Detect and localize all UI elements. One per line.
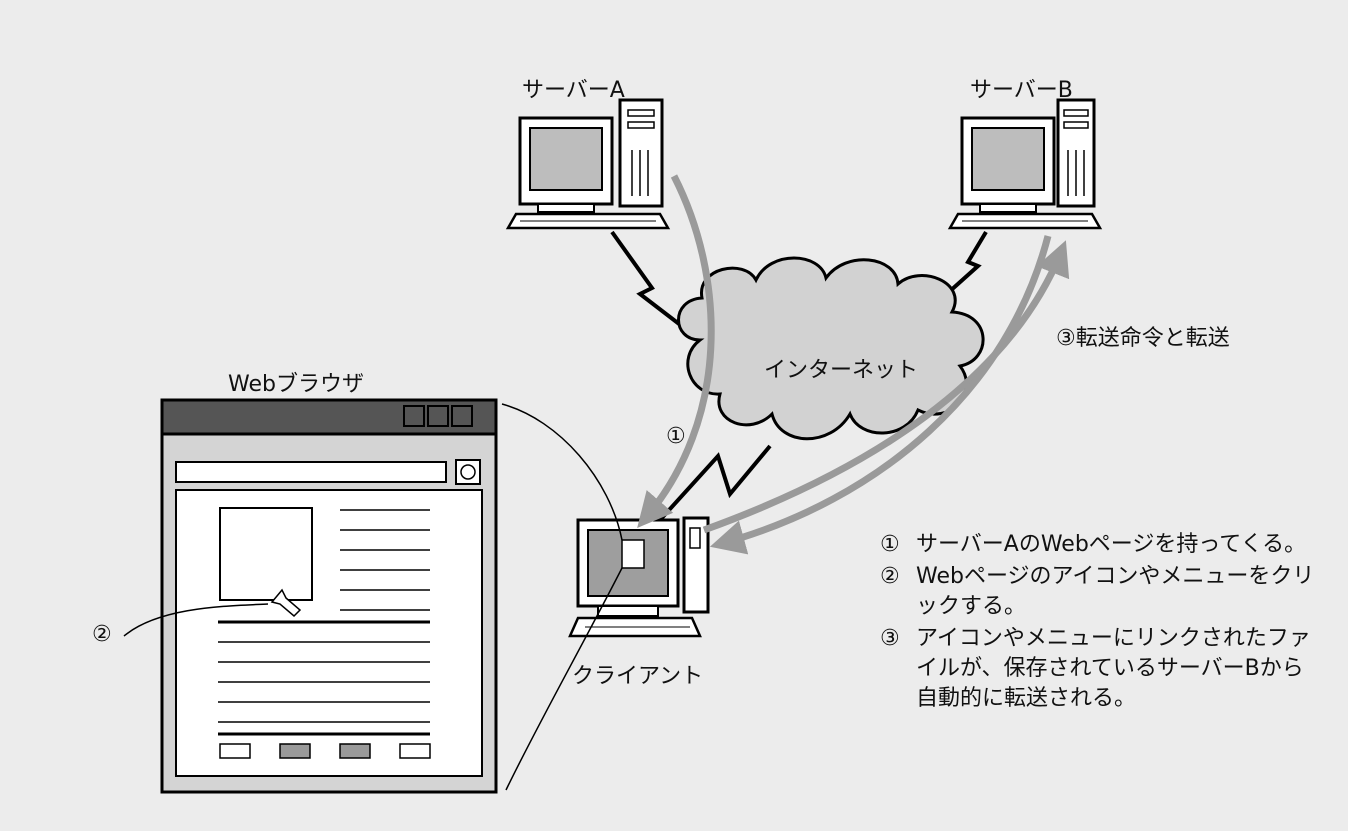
client-computer	[568, 516, 710, 638]
server-b-computer	[947, 98, 1103, 230]
server-a-computer	[505, 98, 671, 230]
legend-item-2: ② Webページのアイコンやメニューをクリックする。	[880, 562, 1320, 622]
browser-label: Webブラウザ	[228, 372, 364, 397]
client-label: クライアント	[572, 664, 704, 689]
leader-step2	[123, 603, 269, 637]
legend-text-2: Webページのアイコンやメニューをクリックする。	[916, 564, 1315, 619]
step2-marker: ②	[92, 622, 112, 647]
legend-item-3: ③ アイコンやメニューにリンクされたファイルが、保存されているサーバーBから自動…	[880, 624, 1320, 714]
internet-label: インターネット	[764, 358, 919, 383]
legend: ① サーバーAのWebページを持ってくる。 ② Webページのアイコンやメニュー…	[880, 530, 1320, 716]
arrow-step1	[637, 174, 715, 528]
legend-text-3: アイコンやメニューにリンクされたファイルが、保存されているサーバーBから自動的に…	[916, 626, 1311, 711]
internet-cloud	[677, 256, 985, 441]
server-b-label: サーバーB	[970, 78, 1073, 103]
legend-num-2: ②	[880, 564, 900, 589]
link-server-a-internet	[610, 230, 702, 342]
connector-browser-client-top	[501, 403, 623, 541]
link-server-b-internet	[938, 230, 988, 302]
link-client-internet	[658, 444, 772, 522]
connector-browser-client-bottom	[505, 567, 623, 791]
legend-text-1: サーバーAのWebページを持ってくる。	[916, 532, 1307, 557]
arrow-step3-transfer	[709, 235, 1052, 555]
legend-num-1: ①	[880, 532, 900, 557]
legend-num-3: ③	[880, 626, 900, 651]
step1-marker: ①	[666, 424, 686, 449]
server-a-label: サーバーA	[522, 78, 625, 103]
step3-label: ③転送命令と転送	[1056, 326, 1230, 351]
browser-window	[160, 398, 498, 794]
arrow-step3-request	[702, 240, 1070, 534]
legend-item-1: ① サーバーAのWebページを持ってくる。	[880, 530, 1320, 560]
